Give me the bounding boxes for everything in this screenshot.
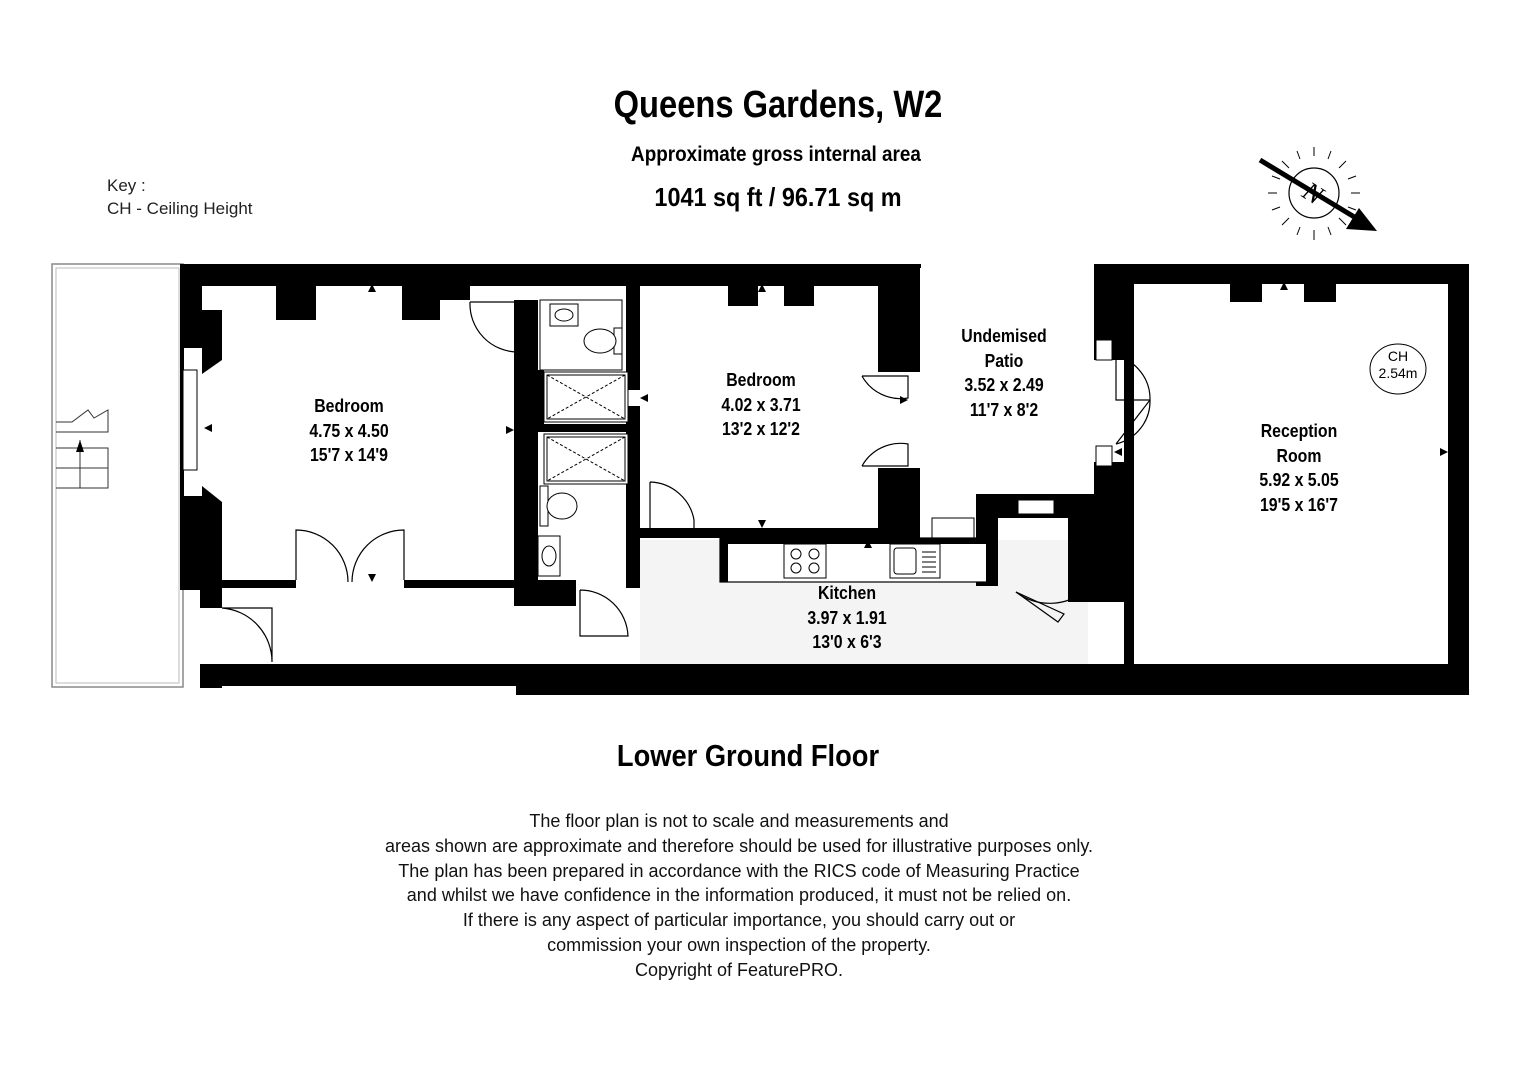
disclaimer-line: areas shown are approximate and therefor… (384, 835, 1094, 856)
disclaimer-line: Copyright of FeaturePRO. (634, 959, 844, 980)
doors (221, 301, 1151, 663)
disclaimer-line: commission your own inspection of the pr… (547, 934, 931, 955)
disclaimer-line: The floor plan is not to scale and measu… (529, 811, 949, 831)
plan-subtitle: Approximate gross internal area (631, 143, 921, 166)
ceiling-height-label: CH 2.54m (1378, 348, 1418, 381)
walls (180, 264, 1469, 695)
key-entry: CH - Ceiling Height (107, 199, 253, 218)
plan-title: Queens Gardens, W2 (613, 84, 943, 126)
key-heading: Key : (107, 176, 146, 195)
compass-rose-icon: N (1258, 147, 1377, 240)
ceiling-height-marker (1369, 343, 1427, 395)
disclaimer: The floor plan is not to scale and measu… (0, 809, 1478, 983)
bathroom-fixtures (537, 299, 629, 577)
kitchen-worktop (719, 537, 994, 583)
gross-area: 1041 sq ft / 96.71 sq m (654, 182, 902, 212)
room-label-kitchen: Kitchen 3.97 x 1.91 13'0 x 6'3 (807, 583, 887, 652)
disclaimer-line: The plan has been prepared in accordance… (398, 860, 1080, 881)
windows (182, 339, 1113, 539)
sink-icon (889, 543, 941, 579)
exterior-stair-area (51, 263, 184, 688)
disclaimer-line: and whilst we have confidence in the inf… (406, 885, 1072, 906)
hob-icon (783, 543, 827, 579)
disclaimer-line: If there is any aspect of particular imp… (462, 910, 1016, 931)
room-label-bedroom-2: Bedroom 4.02 x 3.71 13'2 x 12'2 (721, 370, 801, 439)
room-label-bedroom-1: Bedroom 4.75 x 4.50 15'7 x 14'9 (309, 396, 389, 465)
key-legend: Key : CH - Ceiling Height (107, 174, 253, 220)
floor-label: Lower Ground Floor (616, 738, 880, 773)
measurement-markers (204, 282, 1448, 672)
room-label-reception: Reception Room 5.92 x 5.05 19'5 x 16'7 (1259, 421, 1339, 515)
room-label-patio: Undemised Patio 3.52 x 2.49 11'7 x 8'2 (961, 326, 1047, 420)
